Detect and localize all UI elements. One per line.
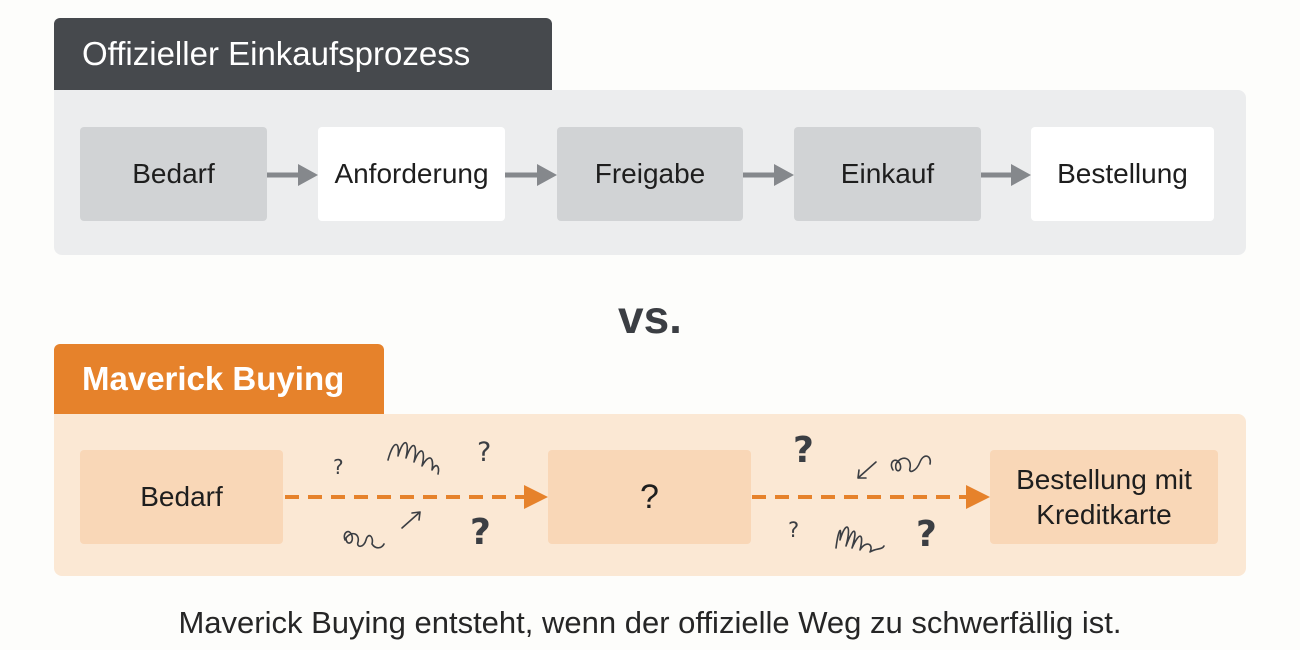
official-arrow-1 xyxy=(267,164,318,186)
vs-label: vs. xyxy=(618,291,682,343)
official-step-freigabe: Freigabe xyxy=(557,127,743,221)
small-arrow-icon xyxy=(857,461,877,479)
official-step-anforderung: Anforderung xyxy=(318,127,505,221)
official-step-bestellung: Bestellung xyxy=(1031,127,1214,221)
maverick-buying-title: Maverick Buying xyxy=(54,344,384,414)
official-step-einkauf: Einkauf xyxy=(794,127,981,221)
maverick-arrow-1 xyxy=(285,485,548,509)
official-step-bedarf: Bedarf xyxy=(80,127,267,221)
curl-icon xyxy=(343,530,385,549)
scribble-icon xyxy=(387,441,440,475)
small-arrow-icon xyxy=(401,511,421,529)
caption: Maverick Buying entsteht, wenn der offiz… xyxy=(178,605,1122,640)
maverick-step-kreditkarte: Bestellung mit Kreditkarte xyxy=(990,450,1218,544)
maverick-step-unknown: ? xyxy=(548,450,751,544)
question-mark-icon: ? xyxy=(916,514,937,555)
question-mark-icon: ? xyxy=(333,455,344,479)
official-arrow-3 xyxy=(743,164,794,186)
scribble-icon xyxy=(835,526,885,553)
maverick-arrow-2 xyxy=(752,485,990,509)
question-mark-icon: ? xyxy=(793,430,814,471)
question-mark-icon: ? xyxy=(788,518,800,542)
question-mark-icon: ? xyxy=(470,512,491,553)
official-process-title: Offizieller Einkaufsprozess xyxy=(54,18,552,90)
official-arrow-2 xyxy=(505,164,557,186)
official-arrow-4 xyxy=(981,164,1031,186)
curl-icon xyxy=(890,455,932,473)
maverick-step-bedarf: Bedarf xyxy=(80,450,283,544)
question-mark-icon: ? xyxy=(477,437,492,468)
